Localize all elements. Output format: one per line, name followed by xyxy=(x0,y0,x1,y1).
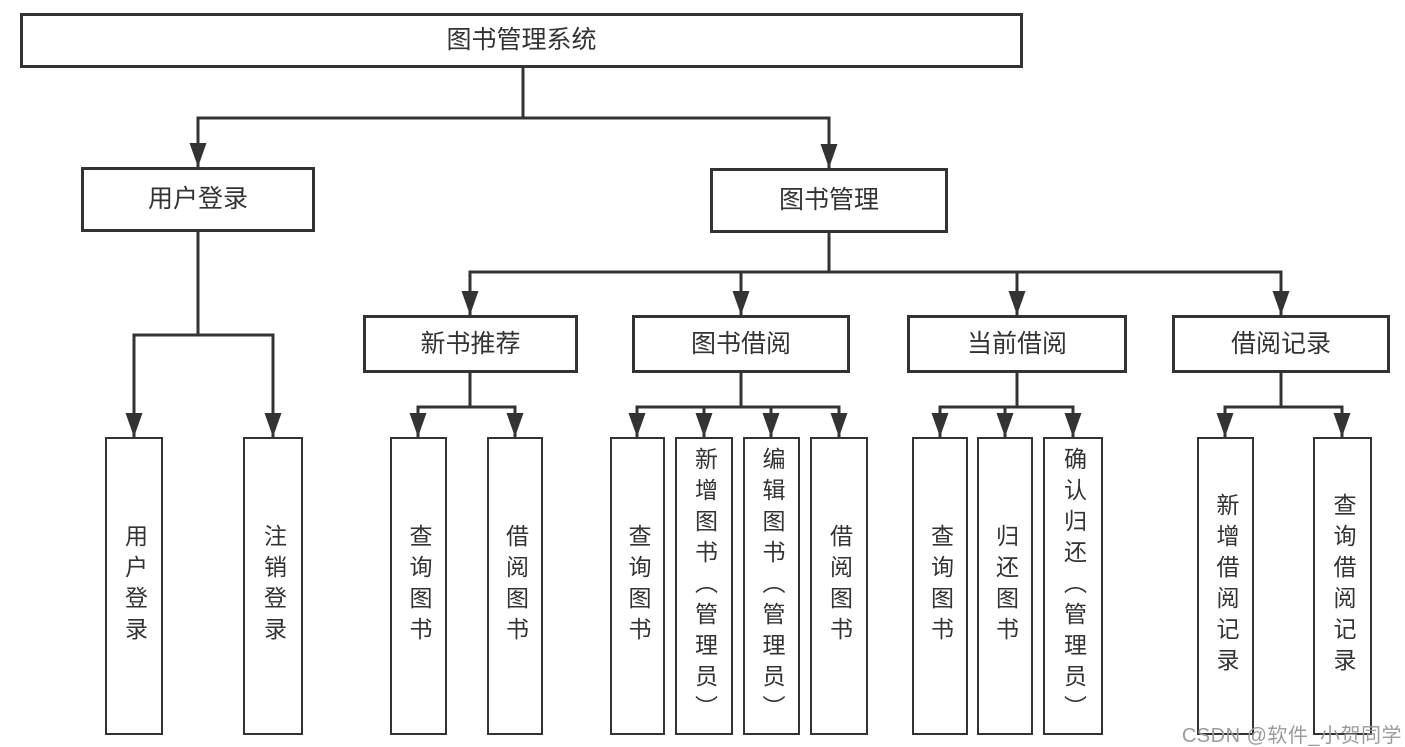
leaf-confirm-return-admin: 确认归还（管理员） xyxy=(1043,437,1103,735)
node-book-borrowing: 图书借阅 xyxy=(632,315,850,373)
edge-user-login-to-children xyxy=(125,230,282,439)
leaf-borrow-books: 借阅图书 xyxy=(810,437,868,735)
leaf-query-books-current: 查询图书 xyxy=(912,437,968,735)
node-book-management: 图书管理 xyxy=(710,168,948,233)
edge-book-management-to-level3 xyxy=(461,231,1290,317)
node-label: 图书管理 xyxy=(778,186,879,214)
node-label: 借阅图书 xyxy=(502,524,529,648)
node-label: 新增图书（管理员） xyxy=(691,446,718,726)
node-label: 图书管理系统 xyxy=(446,26,597,54)
leaf-logout: 注销登录 xyxy=(243,437,303,735)
node-label: 图书借阅 xyxy=(690,329,791,358)
node-label: 归还图书 xyxy=(992,524,1019,648)
node-label: 编辑图书（管理员） xyxy=(759,446,785,726)
node-new-book-recommendation: 新书推荐 xyxy=(363,315,578,373)
node-label: 查询图书 xyxy=(406,524,432,648)
node-user-login: 用户登录 xyxy=(81,167,315,232)
csdn-watermark: CSDN @软件_小贺同学 xyxy=(1181,725,1402,747)
leaf-borrow-books-recommendation: 借阅图书 xyxy=(487,437,543,735)
leaf-query-books-borrowing: 查询图书 xyxy=(610,437,665,735)
node-label: 当前借阅 xyxy=(966,329,1067,358)
leaf-edit-books-admin: 编辑图书（管理员） xyxy=(743,437,800,735)
node-current-borrowing: 当前借阅 xyxy=(907,315,1127,373)
node-label: 用户登录 xyxy=(121,524,148,648)
leaf-query-books-recommendation: 查询图书 xyxy=(390,437,447,735)
leaf-add-borrowing-record: 新增借阅记录 xyxy=(1197,437,1254,735)
node-label: 新书推荐 xyxy=(420,329,521,358)
node-label: 用户登录 xyxy=(147,185,248,213)
edge-new-book-recommendation-to-children xyxy=(409,371,524,439)
edge-borrowing-records-to-children xyxy=(1216,371,1351,439)
node-label: 查询借阅记录 xyxy=(1330,493,1356,679)
edge-current-borrowing-to-children xyxy=(931,371,1082,439)
node-label: 查询图书 xyxy=(625,524,651,648)
edge-root-to-level2 xyxy=(189,66,838,170)
leaf-user-login: 用户登录 xyxy=(105,437,163,735)
node-library-management-system: 图书管理系统 xyxy=(20,13,1023,68)
edge-book-borrowing-to-children xyxy=(628,371,848,439)
node-label: 注销登录 xyxy=(260,524,287,648)
leaf-add-books-admin: 新增图书（管理员） xyxy=(675,437,733,735)
node-borrowing-records: 借阅记录 xyxy=(1172,315,1390,373)
leaf-return-books: 归还图书 xyxy=(977,437,1033,735)
node-label: 借阅图书 xyxy=(826,524,853,648)
node-label: 查询图书 xyxy=(927,524,954,648)
node-label: 确认归还（管理员） xyxy=(1060,446,1087,726)
node-label: 借阅记录 xyxy=(1230,329,1331,358)
node-label: 新增借阅记录 xyxy=(1213,493,1239,679)
leaf-query-borrowing-record: 查询借阅记录 xyxy=(1313,437,1372,735)
